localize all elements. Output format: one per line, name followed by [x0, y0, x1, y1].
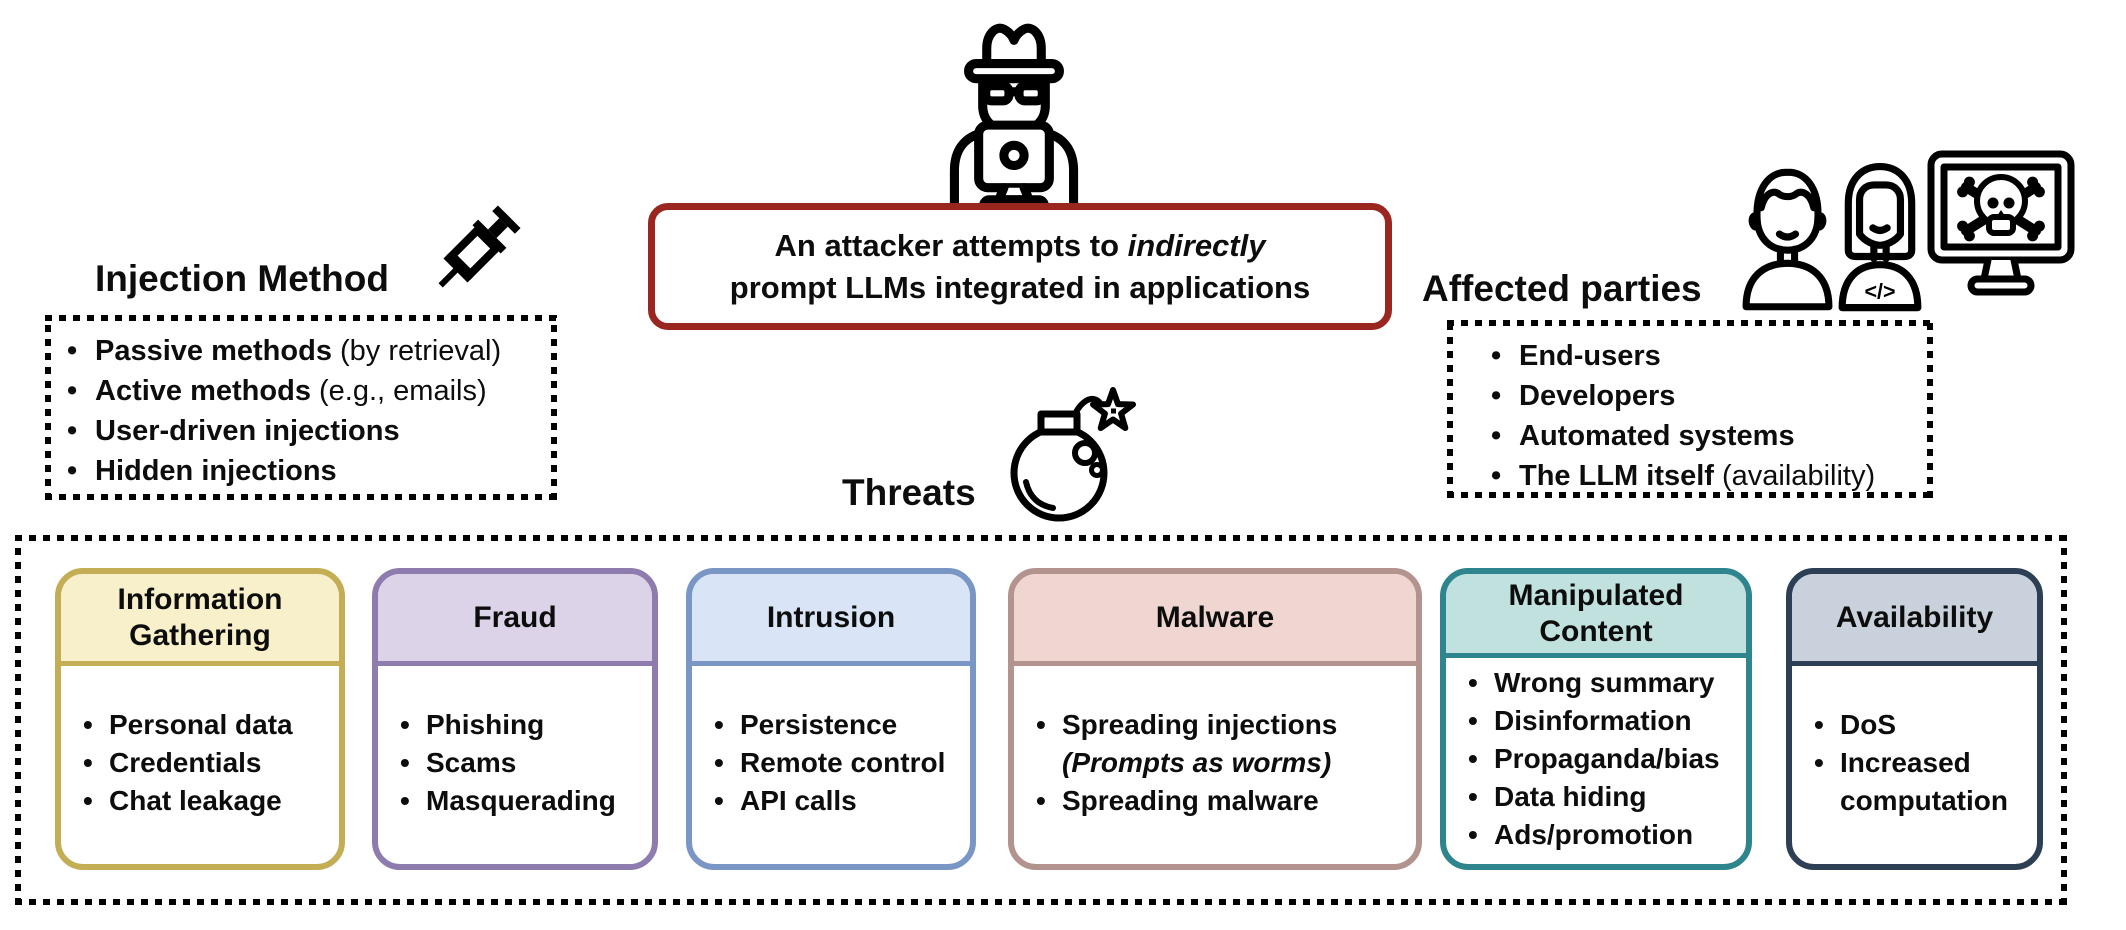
threat-card-header: Intrusion: [692, 574, 970, 666]
attacker-statement-line2: prompt LLMs integrated in applications: [729, 269, 1311, 305]
threat-card: FraudPhishingScamsMasquerading: [372, 568, 658, 870]
threat-card-title: Malware: [1155, 600, 1275, 634]
injection-method-box: Passive methods (by retrieval)Active met…: [45, 315, 557, 500]
affected-parties-box: End-usersDevelopersAutomated systemsThe …: [1447, 320, 1933, 498]
affected-party-item: Developers: [1483, 376, 1925, 416]
threat-item: DoS: [1808, 706, 2027, 744]
threat-item: Spreading injections(Prompts as worms): [1030, 706, 1406, 782]
threat-card-header: Fraud: [378, 574, 652, 666]
threat-card-body: PersistenceRemote controlAPI calls: [692, 666, 970, 864]
threat-card: Information GatheringPersonal dataCreden…: [55, 568, 345, 870]
injection-method-list: Passive methods (by retrieval)Active met…: [59, 331, 549, 491]
threat-item: Increased computation: [1808, 744, 2027, 820]
injection-method-item: User-driven injections: [59, 411, 549, 451]
threat-card-title: Manipulated Content: [1508, 578, 1684, 648]
threat-item: Persistence: [708, 706, 960, 744]
threat-card-header: Malware: [1014, 574, 1416, 666]
threat-card-header: Manipulated Content: [1446, 574, 1746, 658]
threat-card-title: Fraud: [473, 600, 557, 634]
indirectly-emphasis: indirectly: [1127, 227, 1266, 263]
threat-item: Propaganda/bias: [1462, 740, 1736, 778]
spy-at-laptop-icon: [949, 23, 1079, 216]
threat-item: Chat leakage: [77, 782, 329, 820]
syringe-icon: [438, 205, 521, 288]
affected-parties-title: Affected parties: [1422, 268, 1702, 309]
threat-item: Credentials: [77, 744, 329, 782]
threat-card: IntrusionPersistenceRemote controlAPI ca…: [686, 568, 976, 870]
threat-item: Personal data: [77, 706, 329, 744]
threat-item: Masquerading: [394, 782, 642, 820]
threat-card: MalwareSpreading injections(Prompts as w…: [1008, 568, 1422, 870]
threat-card-header: Information Gathering: [61, 574, 339, 666]
threat-card-header: Availability: [1792, 574, 2037, 666]
threat-item: Remote control: [708, 744, 960, 782]
skull-monitor-icon: [1927, 150, 2075, 296]
threat-item: Spreading malware: [1030, 782, 1406, 820]
threat-card-body: Spreading injections(Prompts as worms)Sp…: [1014, 666, 1416, 864]
dev-code-badge: </>: [1864, 279, 1895, 303]
threat-item: Scams: [394, 744, 642, 782]
affected-parties-list: End-usersDevelopersAutomated systemsThe …: [1483, 336, 1925, 496]
man-user-icon: [1742, 168, 1833, 311]
threat-card-title: Availability: [1835, 600, 1994, 634]
injection-method-item: Hidden injections: [59, 451, 549, 491]
threat-card-body: Personal dataCredentialsChat leakage: [61, 666, 339, 864]
attacker-statement-line1: An attacker attempts to indirectly: [774, 227, 1266, 263]
attacker-statement-box: An attacker attempts to indirectly promp…: [648, 203, 1392, 330]
threat-card-body: PhishingScamsMasquerading: [378, 666, 652, 864]
injection-method-item: Passive methods (by retrieval): [59, 331, 549, 371]
threat-item: Ads/promotion: [1462, 816, 1736, 854]
threat-item: Phishing: [394, 706, 642, 744]
bomb-icon: [1010, 387, 1136, 522]
threat-card-body: Wrong summaryDisinformationPropaganda/bi…: [1446, 658, 1746, 864]
affected-party-item: End-users: [1483, 336, 1925, 376]
threat-card: AvailabilityDoSIncreased computation: [1786, 568, 2043, 870]
threat-item: API calls: [708, 782, 960, 820]
threat-card-title: Intrusion: [766, 600, 896, 634]
threats-title: Threats: [842, 472, 976, 513]
woman-developer-icon: </>: [1838, 162, 1922, 312]
threat-item: Disinformation: [1462, 702, 1736, 740]
threats-box: Information GatheringPersonal dataCreden…: [15, 535, 2067, 905]
threat-card: Manipulated ContentWrong summaryDisinfor…: [1440, 568, 1752, 870]
threat-item-note: (Prompts as worms): [1062, 747, 1332, 778]
injection-method-item: Active methods (e.g., emails): [59, 371, 549, 411]
affected-party-item: The LLM itself (availability): [1483, 456, 1925, 496]
injection-method-title: Injection Method: [95, 258, 389, 299]
threat-card-title: Information Gathering: [117, 582, 283, 652]
threat-item: Data hiding: [1462, 778, 1736, 816]
affected-party-item: Automated systems: [1483, 416, 1925, 456]
threat-item: Wrong summary: [1462, 664, 1736, 702]
threat-card-body: DoSIncreased computation: [1792, 666, 2037, 864]
